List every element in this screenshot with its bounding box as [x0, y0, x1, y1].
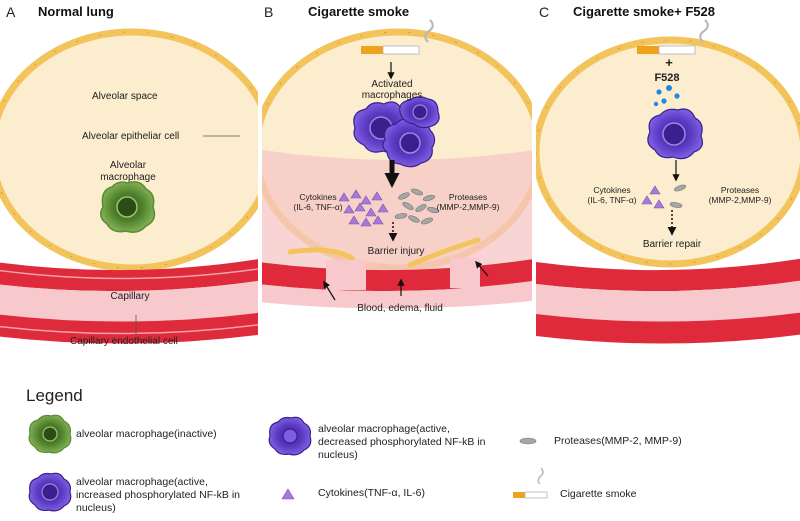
inactive-macrophage-a: [100, 181, 156, 233]
alveolus-a: [0, 28, 258, 272]
panel-a-art: [0, 28, 258, 344]
legend-protease-icon: [519, 437, 537, 445]
cytokines-b-label-line1: Cytokines: [299, 192, 337, 202]
cytokines-b: [338, 189, 389, 227]
macrophage-label-line1: Alveolar: [109, 160, 147, 171]
epithelial-cell-label: Alveolar epitheliar cell: [82, 131, 180, 142]
legend-inactive-macrophage-icon: [28, 414, 72, 454]
proteases-b-label-line2: (MMP-2,MMP-9): [436, 202, 500, 212]
proteases-c: [669, 184, 686, 208]
cigarette-b: [361, 19, 434, 55]
legend-proteases-label: Proteases(MMP-2, MMP-9): [554, 435, 682, 447]
capillary-c: [536, 258, 800, 344]
panel-b-title: Cigarette smoke: [308, 4, 410, 19]
cytokines-c-label-line1: Cytokines: [593, 185, 631, 195]
legend-cigarette-icon: [513, 467, 548, 499]
panel-c-art: [536, 19, 800, 344]
legend-cigarette-label: Cigarette smoke: [560, 488, 637, 500]
blood-edema-label: Blood, edema, fluid: [357, 303, 443, 314]
legend-active-increased-label: alveolar macrophage(active, increased ph…: [76, 476, 241, 515]
f528-dots: [653, 85, 680, 107]
alveolar-space-label: Alveolar space: [92, 91, 158, 102]
proteases-b: [394, 188, 440, 225]
panel-a-title: Normal lung: [38, 4, 114, 19]
panel-b-art: [262, 19, 532, 309]
activated-label-line2: macrophages: [361, 90, 423, 101]
capillary-a: [0, 259, 258, 344]
legend-active-increased-icon: [28, 472, 72, 512]
endothelial-cell-label: Capillary endothelial cell: [70, 336, 178, 347]
legend-inactive-label: alveolar macrophage(inactive): [76, 428, 217, 440]
panel-b-letter: B: [264, 4, 274, 20]
legend-cytokines-label: Cytokines(TNF-α, IL-6): [318, 487, 425, 499]
proteases-c-label-line2: (MMP-2,MMP-9): [708, 195, 772, 205]
capillary-label: Capillary: [110, 291, 150, 302]
macrophage-label-line2: macrophage: [100, 172, 156, 183]
cytokines-c-label-line2: (IL-6, TNF-α): [587, 195, 637, 205]
panel-c-letter: C: [539, 4, 550, 20]
legend-active-decreased-icon: [268, 416, 312, 456]
panel-a-letter: A: [6, 4, 16, 20]
cytokines-c: [641, 185, 665, 209]
barrier-injury-label: Barrier injury: [367, 246, 425, 257]
legend-active-decreased-label: alveolar macrophage(active, decreased ph…: [318, 423, 486, 462]
legend-icons: [28, 414, 548, 512]
plus-sign: +: [665, 55, 673, 70]
treated-macrophage: [647, 108, 704, 160]
cytokines-b-label-line2: (IL-6, TNF-α): [293, 202, 343, 212]
legend-cytokine-icon: [281, 488, 295, 500]
f528-label: F528: [654, 72, 680, 84]
activated-label-line1: Activated: [371, 79, 413, 90]
cigarette-c: [637, 19, 709, 55]
proteases-b-label-line1: Proteases: [448, 192, 488, 202]
barrier-repair-label: Barrier repair: [642, 239, 702, 250]
legend-title: Legend: [26, 386, 83, 405]
activated-macrophages: [353, 96, 440, 168]
panel-c-title: Cigarette smoke+ F528: [573, 4, 715, 19]
proteases-c-label-line1: Proteases: [720, 185, 760, 195]
